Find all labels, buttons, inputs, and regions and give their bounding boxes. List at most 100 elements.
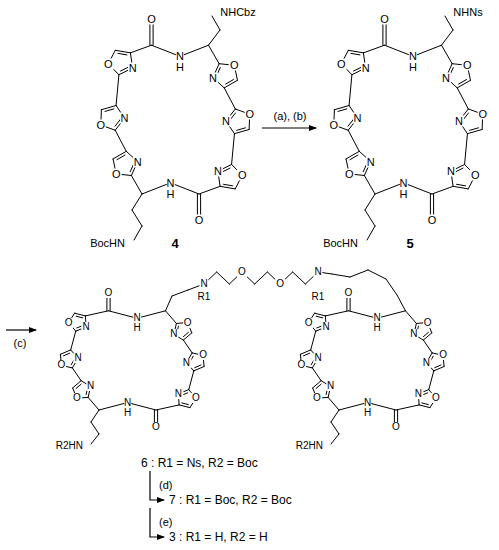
atom-label: N xyxy=(73,353,82,363)
oxazole-bond xyxy=(348,50,363,53)
bond xyxy=(131,176,142,194)
oxazole-bond xyxy=(315,313,326,316)
atom-label: O xyxy=(198,350,208,360)
atom-label: N xyxy=(422,358,431,368)
chain-bond xyxy=(331,410,339,422)
oxazole-bond xyxy=(313,381,321,388)
double-bond xyxy=(338,109,347,112)
double-bond xyxy=(351,53,360,55)
double-bond xyxy=(76,316,82,318)
atom-label: O xyxy=(229,60,240,71)
bond xyxy=(130,45,151,53)
atom-label: NH xyxy=(176,51,184,73)
oxazole-bond xyxy=(73,381,81,388)
atom-label: N xyxy=(86,381,95,391)
bond xyxy=(377,311,406,318)
reagent-label: (c) xyxy=(13,338,28,349)
chain-bond xyxy=(134,226,142,240)
double-bond xyxy=(455,168,463,172)
bond xyxy=(457,88,468,109)
chain-bond xyxy=(365,210,375,226)
side-chain-label: BocHN xyxy=(89,238,126,249)
atom-label: N xyxy=(199,279,208,289)
atom-label: O xyxy=(344,168,355,179)
chain-bond xyxy=(331,422,339,434)
side-chain-label: NHNs xyxy=(452,7,483,18)
oxazole-bond xyxy=(224,80,237,88)
double-bond xyxy=(105,109,114,112)
atom-label: O xyxy=(438,350,448,360)
double-bond xyxy=(183,332,188,336)
atom-label: O xyxy=(336,58,347,69)
bond xyxy=(232,134,235,165)
chain-bond xyxy=(365,194,375,210)
atom-label: O xyxy=(194,215,205,226)
atom-label: O xyxy=(151,422,161,432)
oxazole-bond xyxy=(115,50,130,53)
compound-number: 4 xyxy=(170,237,179,250)
bond xyxy=(404,183,433,194)
oxazole-bond xyxy=(183,333,191,340)
atom-label: O xyxy=(237,170,248,181)
atom-label: N xyxy=(322,322,331,332)
double-bond xyxy=(117,155,125,160)
bond xyxy=(349,75,352,106)
bond xyxy=(325,311,348,316)
bond xyxy=(156,405,179,410)
chain-bond xyxy=(332,274,350,277)
atom-label: N xyxy=(174,389,183,399)
atom-label: O xyxy=(312,393,322,403)
chain-bond xyxy=(209,30,221,45)
double-bond xyxy=(422,403,428,405)
atom-label: O xyxy=(64,318,74,328)
atom-label: O xyxy=(244,109,255,120)
atom-label: N xyxy=(326,381,335,391)
bond xyxy=(224,88,235,109)
atom-label: O xyxy=(344,288,354,298)
bond xyxy=(465,134,468,165)
atom-label: N xyxy=(366,156,376,167)
chain-bond xyxy=(132,210,142,226)
oxazole-bond xyxy=(453,186,468,189)
oxazole-bond xyxy=(457,80,470,88)
compound-number: 5 xyxy=(405,237,414,250)
chain-bond xyxy=(132,194,142,210)
atom-label: O xyxy=(297,360,307,370)
atom-label: N xyxy=(313,267,322,277)
atom-label: O xyxy=(423,318,433,328)
compound-legend: 7 : R1 = Boc, R2 = Boc xyxy=(168,494,293,506)
atom-label: N xyxy=(169,329,178,339)
double-bond xyxy=(435,365,441,368)
bond xyxy=(396,405,419,410)
bond xyxy=(348,130,359,151)
atom-label: NH xyxy=(166,177,174,199)
double-bond xyxy=(182,403,188,405)
bond xyxy=(115,130,126,151)
chain-bond xyxy=(368,270,386,279)
atom-label: N xyxy=(128,62,138,73)
atom-label: O xyxy=(379,14,390,25)
atom-label: N xyxy=(313,353,322,363)
side-chain-label: BocHN xyxy=(322,238,359,249)
bond xyxy=(312,368,321,381)
atom-label: NH xyxy=(364,398,372,418)
chain-bond xyxy=(293,272,306,284)
double-bond xyxy=(457,184,466,186)
chain-bond xyxy=(386,279,397,295)
bond xyxy=(85,311,108,316)
atom-label: O xyxy=(96,120,107,131)
atom-label: N xyxy=(133,156,143,167)
chain-bond xyxy=(442,30,454,45)
atom-label: O xyxy=(477,109,488,120)
chain-bond xyxy=(217,272,230,284)
reagent-label: (e) xyxy=(158,517,173,528)
atom-label: N xyxy=(414,389,423,399)
atom-label: NH xyxy=(124,398,132,418)
double-bond xyxy=(195,365,201,368)
atom-label: N xyxy=(409,329,418,339)
oxazole-bond xyxy=(179,405,190,408)
atom-label: O xyxy=(470,170,481,181)
reaction-arrow xyxy=(6,329,36,330)
bond xyxy=(368,403,397,410)
